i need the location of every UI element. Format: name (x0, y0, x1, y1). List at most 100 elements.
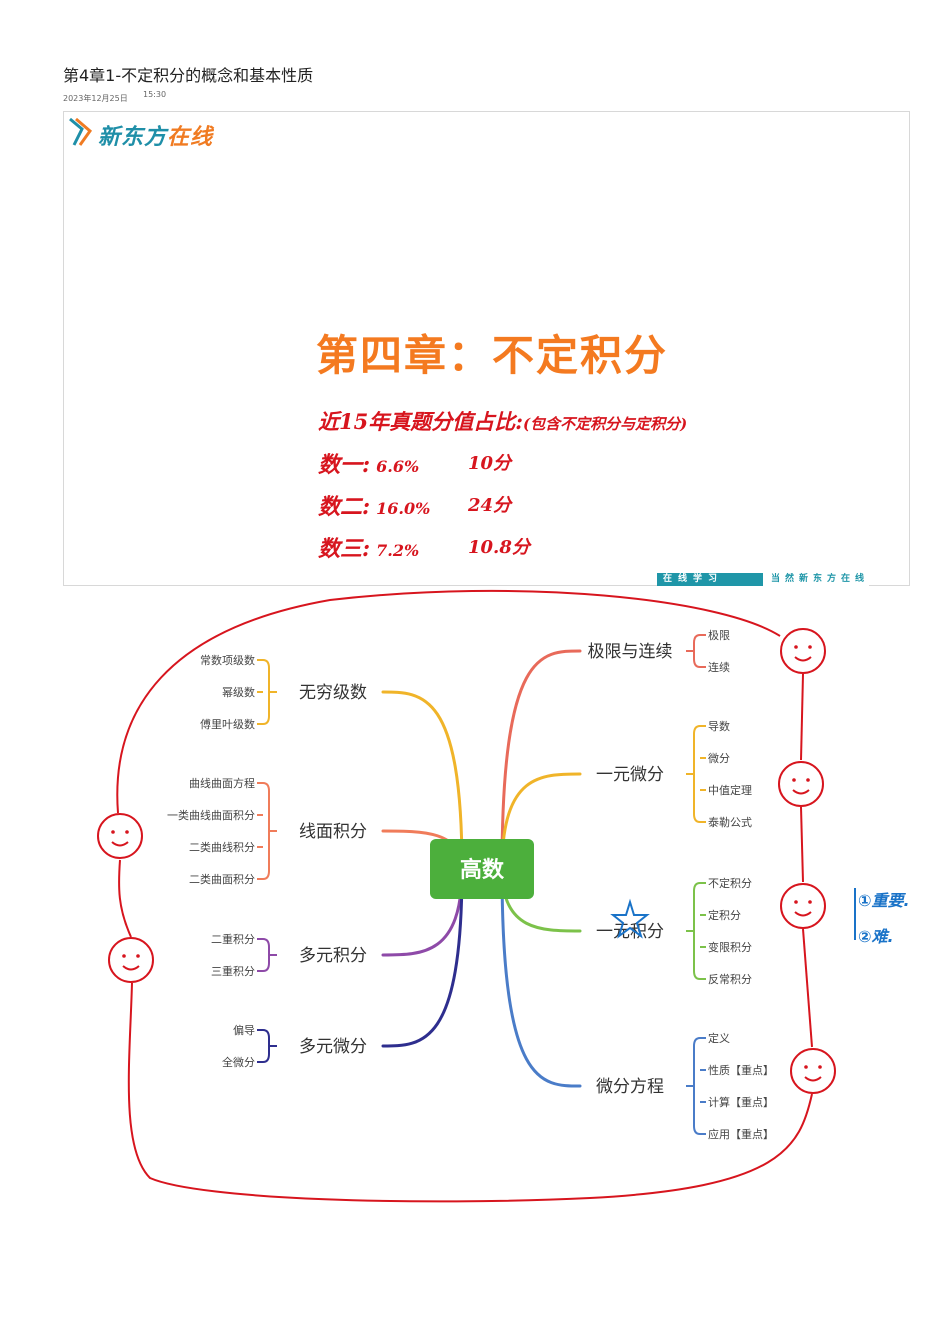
row-label: 数二: (318, 494, 371, 520)
score-row: 数二: 16.0% 24分 (318, 489, 511, 521)
branch-bracket (262, 659, 270, 725)
loop-arrow (800, 673, 804, 761)
face-mouth (122, 965, 140, 971)
brand-logo-icon (69, 117, 93, 146)
heading-paren: (包含不定积分与定积分) (522, 415, 688, 433)
leaf-label: 二类曲线积分 (189, 840, 255, 854)
leaf-label: 应用【重点】 (708, 1127, 774, 1141)
center-node (430, 839, 534, 899)
leaf-label: 微分 (708, 751, 730, 765)
face-mouth (111, 841, 129, 847)
leaf-label: 不定积分 (708, 876, 752, 890)
loop-arrow (118, 859, 132, 938)
brand-logo-text: 新东方在线 (98, 119, 213, 151)
branch-label: 无穷级数 (299, 683, 367, 703)
branch-label: 多元微分 (299, 1037, 367, 1057)
annotation-note: ①重要. (858, 891, 910, 910)
leaf-label: 曲线曲面方程 (189, 776, 255, 790)
loop-arrow (800, 806, 804, 883)
leaf-label: 全微分 (222, 1055, 255, 1069)
branch-label: 微分方程 (596, 1077, 664, 1097)
loop-arrow (127, 982, 813, 1203)
face-mouth (794, 911, 812, 917)
leaf-label: 二重积分 (211, 932, 255, 946)
face-mouth (794, 656, 812, 662)
branch-bracket (693, 882, 701, 980)
branch-connector (500, 649, 582, 871)
center-node-label: 高数 (460, 857, 505, 883)
footer-right: 当然新东方在线 (763, 573, 870, 586)
face-eye (794, 645, 798, 649)
branch-label: 线面积分 (299, 822, 367, 842)
face-eye (122, 954, 126, 958)
leaf-label: 性质【重点】 (708, 1063, 774, 1077)
leaf-label: 反常积分 (708, 973, 752, 986)
lecture-slide: 新东方在线 第四章：不定积分 近15年真题分值占比:(包含不定积分与定积分) 数… (63, 111, 910, 586)
row-label: 数一: (318, 452, 371, 478)
logo-part2: 在线 (167, 125, 214, 150)
note-date: 2023年12月25日 (63, 94, 128, 103)
row-points: 24分 (468, 495, 512, 516)
face-eye (808, 900, 812, 904)
branch-bracket (262, 938, 270, 972)
slide-footer: 在线学习 当然新东方在线 (657, 573, 907, 586)
face-mouth (804, 1076, 822, 1082)
leaf-label: 幂级数 (222, 686, 255, 699)
face-eye (806, 778, 810, 782)
row-points: 10.8分 (468, 537, 530, 558)
face-eye (808, 645, 812, 649)
leaf-label: 常数项级数 (200, 654, 255, 667)
face-doodle (97, 813, 143, 859)
branch-connector (381, 867, 464, 1048)
score-row: 数一: 6.6% 10分 (318, 447, 511, 479)
leaf-label: 中值定理 (708, 783, 752, 797)
score-row: 数三: 7.2% 10.8分 (318, 531, 530, 563)
leaf-label: 极限 (708, 628, 730, 642)
branch-connector (500, 867, 582, 1088)
slide-title: 第四章：不定积分 (316, 331, 669, 380)
loop-arrow (116, 589, 781, 814)
heading-main: 近15年真题分值占比: (318, 409, 523, 434)
leaf-label: 泰勒公式 (708, 815, 752, 829)
face-eye (804, 1065, 808, 1069)
face-eye (136, 954, 140, 958)
leaf-label: 导数 (708, 720, 730, 733)
face-doodle (778, 761, 824, 807)
face-eye (111, 830, 115, 834)
branch-bracket (693, 725, 701, 823)
row-percent: 6.6% (376, 457, 420, 476)
branch-label: 多元积分 (299, 946, 367, 966)
branch-label: 极限与连续 (588, 642, 673, 662)
page-title: 第4章1-不定积分的概念和基本性质 (63, 66, 314, 85)
handwritten-heading: 近15年真题分值占比:(包含不定积分与定积分) (318, 406, 687, 436)
face-doodle (780, 628, 826, 674)
face-doodle (108, 937, 154, 983)
branch-bracket (693, 1037, 701, 1135)
leaf-label: 傅里叶级数 (200, 717, 255, 731)
leaf-label: 定义 (708, 1031, 730, 1045)
branch-bracket (262, 1029, 270, 1063)
branch-connector (381, 690, 464, 871)
face-doodle (790, 1048, 836, 1094)
row-percent: 16.0% (376, 499, 431, 518)
branch-label: 一元微分 (596, 765, 664, 785)
note-time: 15:30 (143, 90, 167, 99)
face-eye (125, 830, 129, 834)
branch-bracket (262, 782, 270, 880)
branch-bracket (693, 634, 701, 668)
leaf-label: 一类曲线曲面积分 (167, 808, 255, 822)
row-percent: 7.2% (376, 541, 420, 560)
leaf-label: 二类曲面积分 (189, 872, 255, 886)
row-label: 数三: (318, 536, 371, 562)
face-eye (818, 1065, 822, 1069)
face-mouth (792, 789, 810, 795)
leaf-label: 计算【重点】 (708, 1095, 774, 1109)
footer-left: 在线学习 (657, 573, 763, 586)
loop-arrow (802, 928, 813, 1048)
face-eye (792, 778, 796, 782)
logo-part1: 新东方 (98, 125, 168, 150)
row-points: 10分 (468, 453, 512, 474)
star-doodle-icon (610, 898, 650, 939)
leaf-label: 连续 (708, 660, 730, 674)
